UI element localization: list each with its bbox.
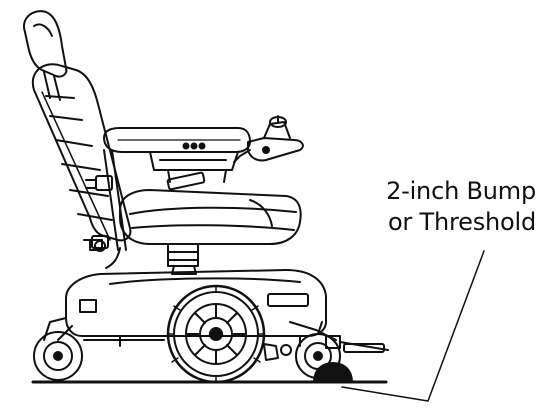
rear-caster-fork bbox=[43, 317, 73, 341]
bump-callout-label: 2-inch Bump or Threshold bbox=[366, 176, 536, 238]
callout-leader-line bbox=[341, 250, 485, 402]
headrest bbox=[22, 10, 68, 101]
front-detail bbox=[263, 343, 292, 361]
callout-line-2: or Threshold bbox=[387, 208, 536, 236]
joystick-controller bbox=[233, 115, 304, 163]
backrest bbox=[31, 63, 132, 242]
armrest bbox=[103, 127, 251, 191]
rear-caster-wheel bbox=[33, 331, 83, 381]
seat-cushion bbox=[119, 189, 302, 245]
back-frame bbox=[83, 149, 127, 251]
seat-post bbox=[89, 239, 199, 275]
front-caster-wheel bbox=[295, 321, 341, 379]
callout-line-1: 2-inch Bump bbox=[386, 177, 536, 205]
power-base bbox=[65, 269, 327, 347]
drive-wheel bbox=[166, 284, 266, 384]
